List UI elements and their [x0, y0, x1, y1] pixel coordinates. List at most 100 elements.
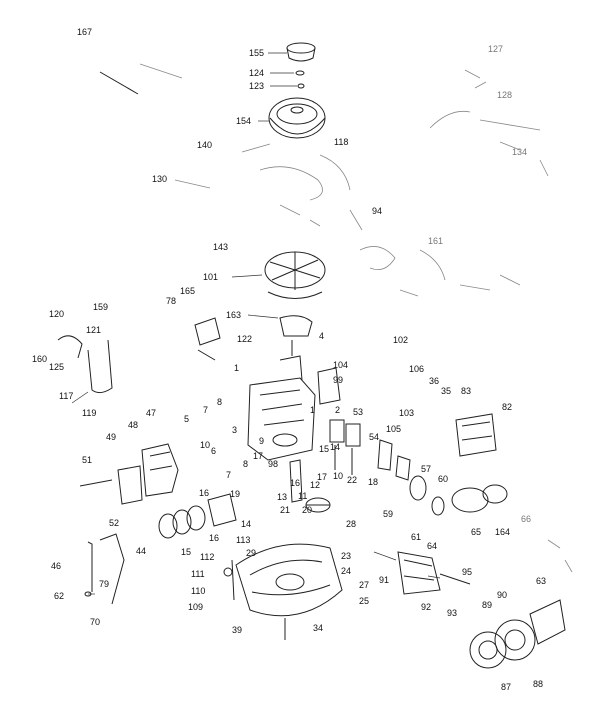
- callout-113: 113: [236, 535, 251, 545]
- callout-19: 19: [230, 489, 241, 499]
- callout-10: 10: [200, 440, 211, 450]
- callout-2: 2: [335, 405, 341, 415]
- callout-161-top: 161: [428, 236, 444, 246]
- callout-82: 82: [502, 402, 513, 412]
- callout-17-mid: 17: [253, 451, 264, 461]
- callout-7-low: 7: [226, 470, 232, 480]
- callout-16-c: 16: [290, 478, 301, 488]
- callout-160: 160: [32, 354, 48, 364]
- callout-59: 59: [383, 509, 394, 519]
- callout-91: 91: [379, 575, 390, 585]
- callout-104: 104: [333, 360, 349, 370]
- callout-14-b: 14: [330, 442, 341, 452]
- callout-95: 95: [462, 567, 473, 577]
- callout-89: 89: [482, 600, 493, 610]
- callout-159: 159: [93, 302, 109, 312]
- callout-61: 61: [411, 532, 422, 542]
- callout-165: 165: [180, 286, 196, 296]
- callout-79: 79: [99, 579, 110, 589]
- callout-28: 28: [346, 519, 357, 529]
- callout-123: 123: [249, 81, 265, 91]
- callout-52: 52: [109, 518, 120, 528]
- piston-ring-parts: [158, 493, 237, 539]
- callout-163: 163: [226, 310, 242, 320]
- callout-112: 112: [200, 552, 215, 562]
- callout-21: 21: [280, 505, 291, 515]
- callout-121: 121: [86, 325, 102, 335]
- callout-3: 3: [232, 425, 238, 435]
- callout-99: 99: [333, 375, 344, 385]
- callout-47: 47: [146, 408, 157, 418]
- carburetor-part: [79, 443, 179, 505]
- callout-48: 48: [128, 420, 139, 430]
- dipstick-parts: [84, 533, 235, 605]
- callout-92: 92: [421, 602, 432, 612]
- callout-54: 54: [369, 432, 380, 442]
- callout-60: 60: [438, 474, 449, 484]
- callout-117: 117: [59, 391, 74, 401]
- callout-25: 25: [359, 596, 370, 606]
- starter-motor-part: [397, 551, 471, 595]
- callout-15: 15: [181, 547, 192, 557]
- callout-87: 87: [501, 682, 512, 692]
- pulley-part: [469, 539, 573, 669]
- callout-10-b: 10: [333, 471, 344, 481]
- callout-125: 125: [49, 362, 65, 372]
- callout-9: 9: [259, 436, 265, 446]
- callout-70: 70: [90, 617, 101, 627]
- fan-part: [264, 251, 326, 299]
- callout-46: 46: [51, 561, 62, 571]
- callout-130: 130: [152, 174, 168, 184]
- callout-109: 109: [188, 602, 204, 612]
- callout-118: 118: [334, 137, 349, 147]
- sump-base-part: [235, 543, 343, 640]
- callout-6: 6: [211, 446, 217, 456]
- callout-106: 106: [409, 364, 425, 374]
- callout-143: 143: [213, 242, 229, 252]
- callout-23: 23: [341, 551, 352, 561]
- callout-8-low: 8: [243, 459, 249, 469]
- callout-66: 66: [521, 514, 532, 524]
- callout-90: 90: [497, 590, 508, 600]
- callout-5: 5: [184, 414, 190, 424]
- washer-part: [295, 70, 305, 89]
- callout-63: 63: [536, 576, 547, 586]
- callout-101: 101: [203, 272, 219, 282]
- callout-154: 154: [236, 116, 252, 126]
- callout-57: 57: [421, 464, 432, 474]
- callout-44: 44: [136, 546, 147, 556]
- callout-62: 62: [54, 591, 65, 601]
- callout-22: 22: [347, 475, 358, 485]
- callout-128: 128: [497, 90, 513, 100]
- callout-103: 103: [399, 408, 415, 418]
- callout-105: 105: [386, 424, 402, 434]
- callout-164: 164: [495, 527, 511, 537]
- callout-34: 34: [313, 623, 324, 633]
- callout-39: 39: [232, 625, 243, 635]
- callout-124: 124: [249, 68, 265, 78]
- governor-parts: [194, 315, 313, 361]
- callout-102: 102: [393, 335, 409, 345]
- connecting-rod-part: [289, 459, 331, 513]
- callout-15-b: 15: [319, 444, 330, 454]
- callout-1-mid: 1: [310, 405, 316, 415]
- callout-94: 94: [372, 206, 383, 216]
- callout-49: 49: [106, 432, 117, 442]
- callout-7-top: 7: [203, 405, 209, 415]
- callout-120: 120: [49, 309, 65, 319]
- callout-17-b: 17: [317, 472, 328, 482]
- callout-155: 155: [249, 48, 265, 58]
- callout-110: 110: [191, 586, 206, 596]
- callout-134: 134: [512, 147, 528, 157]
- bracket-part: [57, 335, 113, 394]
- callout-14: 14: [241, 519, 252, 529]
- faint-upper-parts: [174, 69, 549, 297]
- callout-119: 119: [82, 408, 97, 418]
- callout-12: 12: [310, 480, 321, 490]
- engine-block-part: [247, 355, 316, 461]
- callout-111: 111: [191, 569, 205, 579]
- callout-8-top: 8: [217, 397, 223, 407]
- callout-64: 64: [427, 541, 438, 551]
